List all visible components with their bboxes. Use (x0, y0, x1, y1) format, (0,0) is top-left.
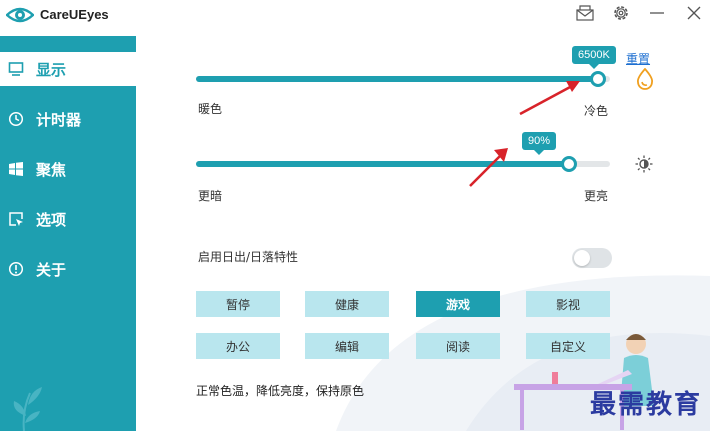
clock-icon (6, 109, 26, 129)
settings-button[interactable] (609, 2, 633, 24)
color-drop-icon (636, 68, 654, 90)
sidebar-item-focus[interactable]: 聚焦 (0, 152, 136, 186)
background-wave (336, 275, 710, 431)
brightness-value: 90% (522, 132, 557, 155)
minimize-icon (650, 12, 664, 14)
close-button[interactable] (682, 2, 706, 24)
sidebar-item-label: 关于 (36, 260, 67, 279)
title-bar: CareUEyes (0, 0, 710, 30)
reset-link[interactable]: 重置 (626, 52, 651, 66)
color-temp-value: 6500K (572, 46, 616, 69)
sidebar-item-options[interactable]: 选项 (0, 202, 136, 236)
watermark-text: 最需教育 (589, 390, 702, 420)
info-icon (6, 259, 26, 279)
mode-description: 正常色温，降低亮度，保持原色 (196, 384, 365, 398)
sidebar-item-display[interactable]: 显示 (0, 52, 136, 86)
toggle-knob (574, 250, 590, 266)
monitor-icon (6, 59, 26, 79)
windows-icon (6, 159, 26, 179)
sunset-feature-label: 启用日出/日落特性 (198, 250, 299, 264)
color-temp-fill (196, 76, 598, 82)
color-temp-thumb[interactable] (590, 71, 606, 87)
app-title: CareUEyes (40, 7, 109, 22)
red-arrow-brightness (469, 148, 508, 187)
close-icon (687, 6, 701, 20)
sidebar-item-about[interactable]: 关于 (0, 252, 136, 286)
mode-edit-button[interactable]: 编辑 (305, 333, 389, 359)
color-temp-slider[interactable] (196, 76, 610, 82)
sun-icon (635, 155, 653, 173)
brighter-label: 更亮 (584, 189, 609, 203)
sidebar-item-label: 选项 (36, 210, 67, 229)
sunset-toggle[interactable] (572, 248, 612, 268)
feedback-mail-button[interactable] (573, 2, 597, 24)
cool-label: 冷色 (584, 104, 609, 118)
brightness-fill (196, 161, 569, 167)
minimize-button[interactable] (645, 2, 669, 24)
eye-logo-icon (6, 7, 34, 23)
mode-health-button[interactable]: 健康 (305, 291, 389, 317)
mode-office-button[interactable]: 办公 (196, 333, 280, 359)
sidebar-item-label: 显示 (36, 60, 67, 79)
mode-game-button[interactable]: 游戏 (416, 291, 500, 317)
warm-label: 暖色 (198, 102, 223, 116)
darker-label: 更暗 (198, 189, 223, 203)
sidebar: 显示 计时器 聚焦 选项 关于 (0, 36, 136, 431)
sidebar-item-label: 计时器 (36, 110, 82, 129)
brightness-thumb[interactable] (561, 156, 577, 172)
mode-pause-button[interactable]: 暂停 (196, 291, 280, 317)
leaf-decoration (13, 387, 42, 431)
mode-reading-button[interactable]: 阅读 (416, 333, 500, 359)
red-arrow-color-temp (519, 81, 580, 116)
cursor-box-icon (6, 209, 26, 229)
mail-icon (576, 5, 594, 21)
gear-icon (614, 6, 628, 20)
brightness-slider[interactable] (196, 161, 610, 167)
sidebar-item-timer[interactable]: 计时器 (0, 102, 136, 136)
mode-custom-button[interactable]: 自定义 (526, 333, 610, 359)
person-at-desk-illustration (514, 334, 654, 430)
display-panel: 6500K 重置 暖色 冷色 90% 更暗 更亮 启用日出/日落特性 暂停 健康… (136, 36, 710, 431)
mode-movie-button[interactable]: 影视 (526, 291, 610, 317)
sidebar-item-label: 聚焦 (36, 160, 67, 179)
